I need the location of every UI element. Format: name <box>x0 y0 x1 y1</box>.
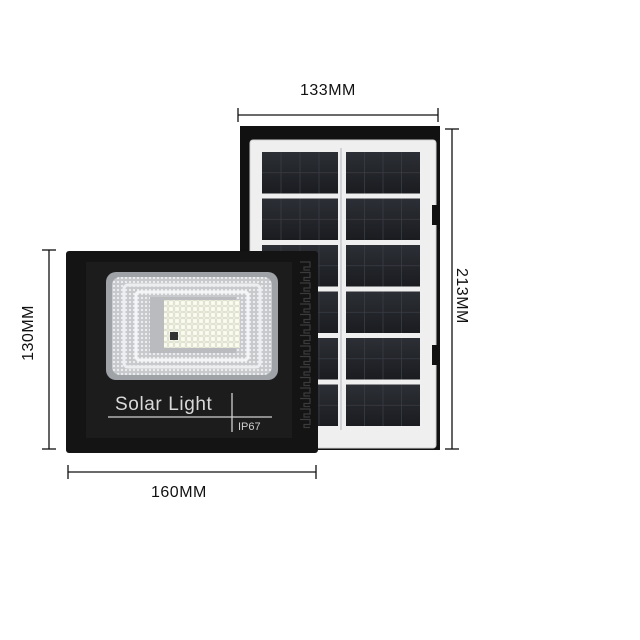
label-light-height: 130MM <box>20 305 37 361</box>
fin <box>300 345 311 355</box>
led-array <box>164 300 240 348</box>
panel-clip-bottom <box>432 345 438 365</box>
dimension-lines <box>42 108 459 479</box>
label-panel-height: 213MM <box>453 268 470 324</box>
fin <box>300 397 311 408</box>
fin <box>300 324 311 334</box>
fin <box>300 408 311 418</box>
panel-cells <box>262 152 420 426</box>
fin <box>300 355 311 366</box>
light-sensor <box>170 332 178 340</box>
fin <box>300 387 311 397</box>
label-panel-width: 133MM <box>300 82 356 99</box>
fin <box>300 376 311 387</box>
fin <box>300 282 311 292</box>
fin <box>300 366 311 376</box>
fin <box>300 271 311 282</box>
fin <box>300 334 311 345</box>
fin <box>300 303 311 313</box>
fin <box>300 313 311 324</box>
reflector-ring-1 <box>122 283 262 369</box>
panel-clip-top <box>432 205 438 225</box>
flood-light: Solar Light IP67 <box>66 251 318 453</box>
brand-text: Solar Light <box>115 394 213 415</box>
fin <box>300 261 311 271</box>
rating-text: IP67 <box>238 421 261 433</box>
heat-sink-fins <box>300 261 311 429</box>
label-light-width: 160MM <box>151 484 207 501</box>
fin <box>300 292 311 303</box>
fin <box>300 418 311 429</box>
reflector-ring-2 <box>134 290 250 362</box>
